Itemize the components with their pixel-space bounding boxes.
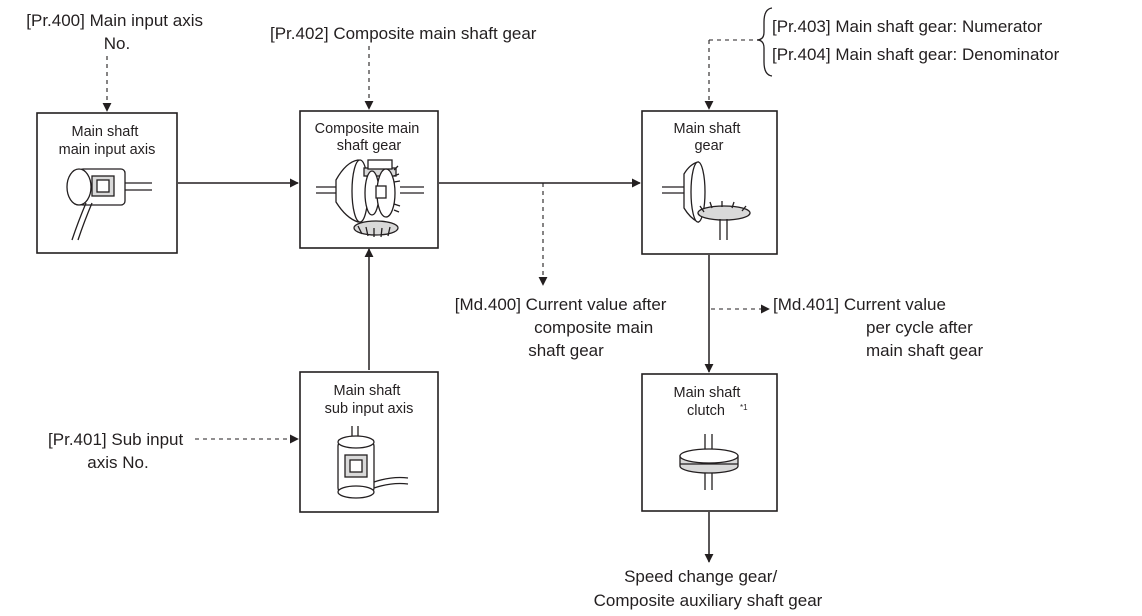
pr400-label: [Pr.400] Main input axis No. bbox=[26, 11, 207, 53]
svg-text:Main shaft gear: Main shaft gear bbox=[674, 121, 745, 154]
md400-label: [Md.400] Current value after composite m… bbox=[455, 295, 671, 360]
md401-label: [Md.401] Current value per cycle after m… bbox=[773, 295, 984, 360]
pr402-label: [Pr.402] Composite main shaft gear bbox=[270, 24, 537, 43]
main-input-axis-icon bbox=[66, 168, 152, 241]
solid-connections bbox=[178, 178, 714, 563]
sub-input-axis-block: Main shaft sub input axis bbox=[299, 371, 439, 513]
parameter-brace bbox=[756, 7, 773, 77]
clutch-icon bbox=[679, 434, 739, 490]
pr401-label: [Pr.401] Sub input axis No. bbox=[48, 430, 188, 472]
main-shaft-clutch-block: Main shaft clutch *1 bbox=[641, 373, 778, 512]
composite-gear-block: Composite main shaft gear bbox=[299, 110, 439, 249]
svg-text:Composite main shaft gea: Composite main shaft gear bbox=[315, 121, 424, 154]
svg-text:Main shaft sub input axi: Main shaft sub input axis bbox=[325, 383, 414, 417]
main-shaft-gear-block: Main shaft gear bbox=[641, 110, 778, 255]
clutch-footnote-mark: *1 bbox=[740, 403, 748, 412]
pr403-label: [Pr.403] Main shaft gear: Numerator bbox=[772, 17, 1043, 36]
pr404-label: [Pr.404] Main shaft gear: Denominator bbox=[772, 45, 1060, 64]
svg-text:Main shaft clutch: Main shaft clutch bbox=[674, 385, 745, 419]
main-shaft-gear-icon bbox=[662, 161, 751, 240]
dashed-connections bbox=[102, 39, 770, 444]
main-input-axis-block: Main shaft main input axis bbox=[36, 112, 178, 254]
output-label: Speed change gear/ Composite auxiliary s… bbox=[594, 567, 823, 610]
composite-gear-icon bbox=[316, 159, 424, 238]
svg-text:Main shaft main input ax: Main shaft main input axis bbox=[59, 124, 156, 158]
sub-input-axis-icon bbox=[337, 426, 409, 499]
